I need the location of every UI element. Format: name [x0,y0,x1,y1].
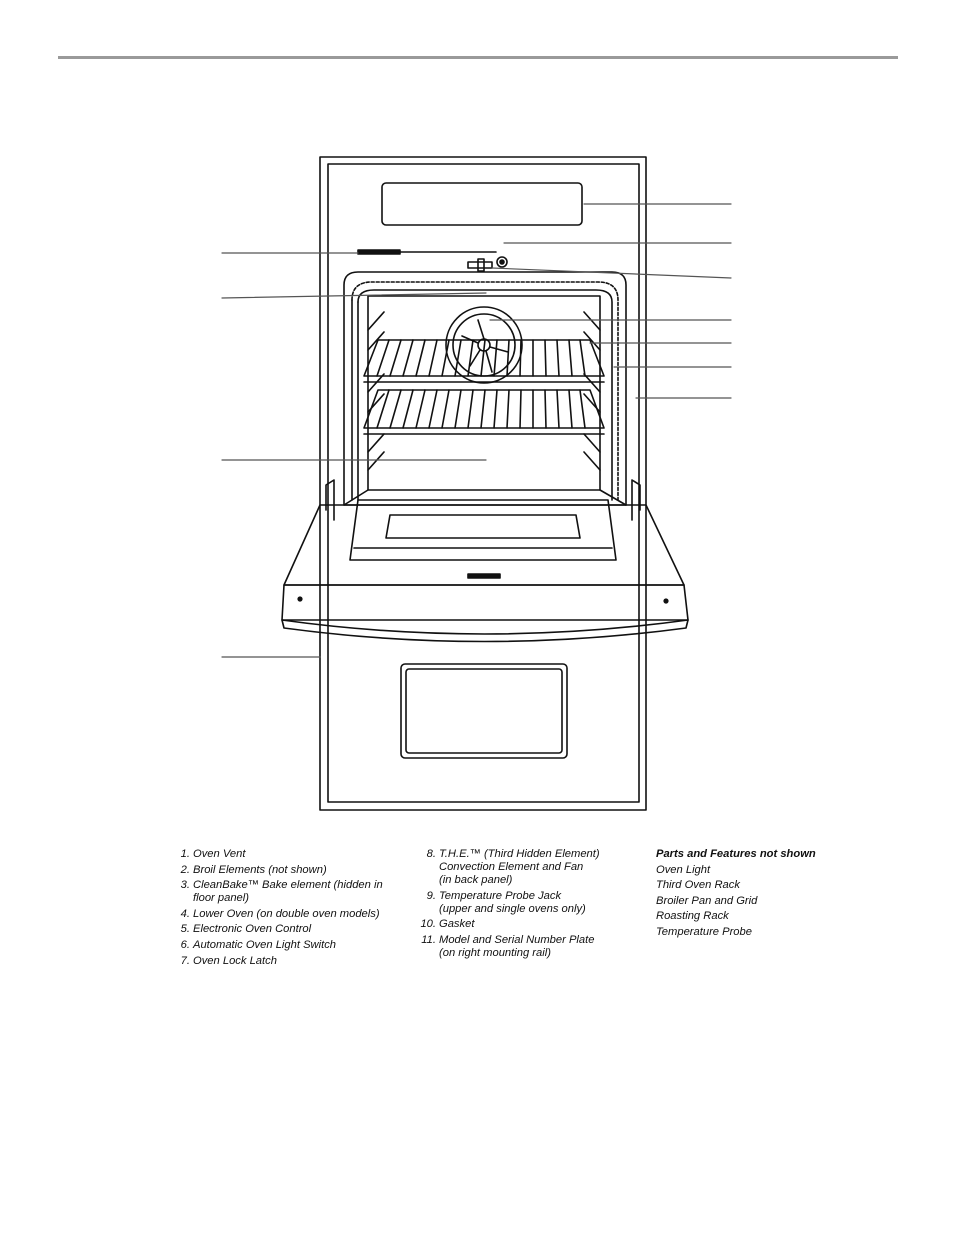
left-rack-supports [367,311,385,471]
door-handle-slot [467,573,501,579]
legend-item-text: Electronic Oven Control [193,923,312,936]
legend-item-number: 2. [180,863,190,876]
left-hinge [325,479,335,521]
legend-item-text: Broil Elements (not shown) [193,863,327,876]
door-front [281,584,689,621]
door-bottom-edge [281,619,689,643]
oven-cabinet-outer [319,156,647,811]
legend-item-text: Oven Lock Latch [193,954,277,967]
right-rack-supports [583,311,601,471]
legend-item: 4.Lower Oven (on double oven models) [170,908,410,921]
upper-rack [363,339,605,377]
legend-column-2: 8.T.H.E.™ (Third Hidden Element) Convect… [409,848,639,962]
legend-item-text: Automatic Oven Light Switch [193,938,337,951]
legend-item-number: 11. [421,933,436,946]
legend-item-text: Gasket [439,918,475,931]
probe-jack [496,256,508,268]
legend-item: 7.Oven Lock Latch [170,955,410,968]
lower-oven-window-outer [400,663,568,759]
light-switch [357,249,401,255]
legend-item: 5.Electronic Oven Control [170,923,410,936]
legend-item-text: Lower Oven (on double oven models) [193,907,380,920]
legend-item: 3.CleanBake™ Bake element (hidden in flo… [170,879,410,905]
lock-latch [467,258,493,272]
not-shown-item: Broiler Pan and Grid [656,894,758,907]
legend-item-number: 7. [180,954,190,967]
oven-diagram [221,156,732,811]
legend-item-text: T.H.E.™ (Third Hidden Element) Convectio… [439,848,600,886]
legend-item-number: 1. [180,848,190,860]
not-shown-item: Roasting Rack [656,910,729,923]
control-display [381,182,583,226]
not-shown-item: Oven Light [656,863,711,876]
oven-cavity-frame [343,271,627,506]
legend-item-text: Model and Serial Number Plate (on right … [439,933,595,959]
not-shown-heading: Parts and Features not shown [656,848,816,860]
oven-gasket [351,281,619,501]
right-hinge [631,479,641,521]
not-shown-item: Third Oven Rack [656,879,740,892]
legend-item-number: 10. [420,918,436,931]
door-inner-panel [349,499,617,561]
legend-item-number: 8. [426,848,436,860]
legend-item-text: Oven Vent [193,848,246,860]
legend-item-text: Temperature Probe Jack (upper and single… [439,889,586,915]
legend-item: 8.T.H.E.™ (Third Hidden Element) Convect… [409,848,639,887]
callout-2 [221,292,487,299]
open-door-top [283,504,685,586]
top-rule [58,56,898,59]
legend-item-number: 3. [180,879,190,892]
callout-7 [491,267,732,279]
not-shown-item: Temperature Probe [656,925,752,938]
legend-item: 9.Temperature Probe Jack (upper and sing… [409,890,639,916]
legend-item: 2.Broil Elements (not shown) [170,864,410,877]
legend-item-number: 9. [426,889,436,902]
legend-item: 1.Oven Vent [170,848,410,861]
legend-item-text: CleanBake™ Bake element (hidden in floor… [193,879,383,905]
legend-item: 10.Gasket [409,918,639,931]
convection-fan [445,306,523,384]
lower-rack [363,389,605,429]
legend-item-number: 4. [180,907,190,920]
legend-item-number: 6. [180,938,190,951]
lower-oven-window-inner [405,668,563,754]
legend-item: 6.Automatic Oven Light Switch [170,939,410,952]
legend-item-number: 5. [180,923,190,936]
legend-item: 11.Model and Serial Number Plate (on rig… [409,934,639,960]
